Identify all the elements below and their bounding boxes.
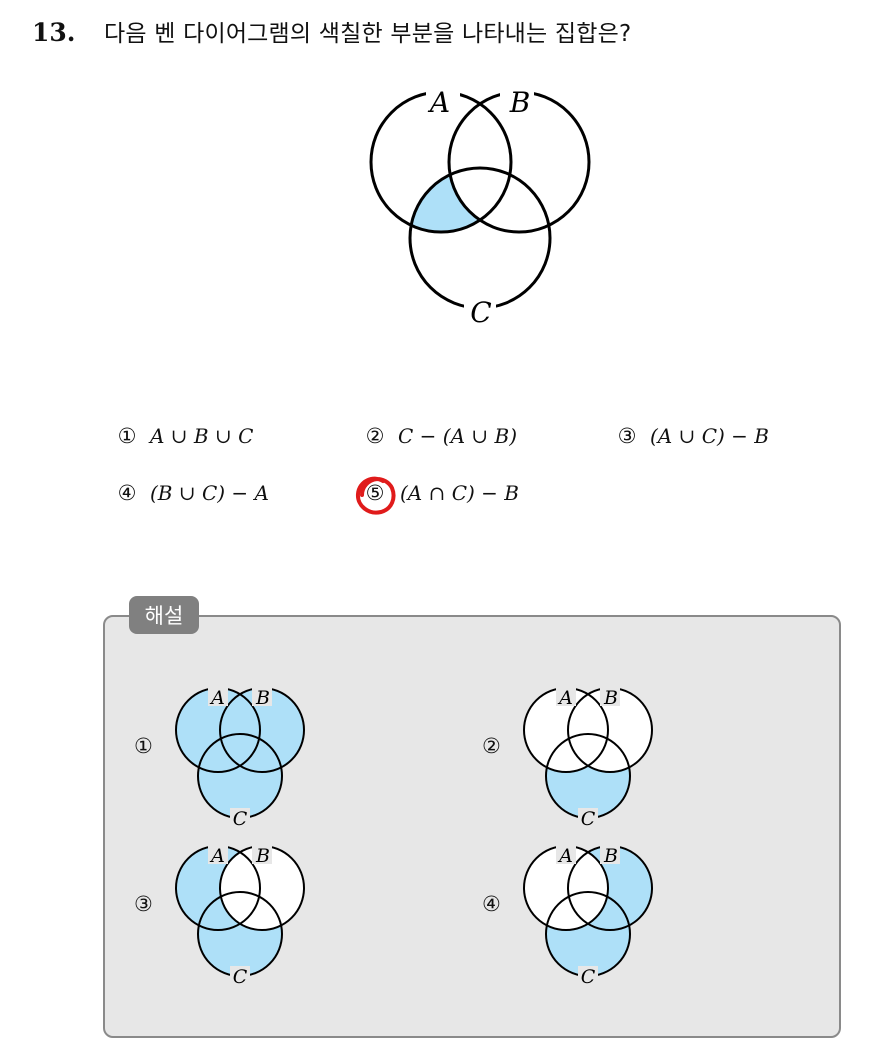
region-a-and-c-minus-b [410, 168, 511, 232]
solution-item-4: ④ A B C [482, 830, 802, 990]
svg-text:A: A [209, 845, 225, 867]
svg-text:A: A [209, 687, 225, 709]
solution-item-3: ③ A B C [134, 830, 454, 990]
option-1[interactable]: ① A ∪ B ∪ C [117, 424, 254, 448]
main-venn-diagram: A B C [369, 86, 591, 329]
option-2[interactable]: ② C − (A ∪ B) [365, 424, 517, 448]
label-c: C [470, 296, 491, 329]
label-a: A [427, 86, 450, 119]
question-text: 다음 벤 다이어그램의 색칠한 부분을 나타내는 집합은? [104, 21, 632, 47]
solution-venn-1: A B C [175, 686, 305, 830]
solution-item-1: ① A B C [134, 672, 454, 832]
label-b: B [509, 86, 531, 119]
svg-text:A: A [557, 845, 573, 867]
svg-text:B: B [603, 687, 618, 709]
svg-text:B: B [603, 845, 618, 867]
solution-item-2: ② A B C [482, 672, 802, 832]
option-4[interactable]: ④ (B ∪ C) − A [117, 481, 269, 505]
answer-circle-mark [355, 476, 396, 515]
question-number: 13. [32, 18, 76, 47]
svg-text:A: A [557, 687, 573, 709]
option-3[interactable]: ③ (A ∪ C) − B [617, 424, 769, 448]
svg-text:C: C [581, 808, 596, 830]
svg-text:B: B [255, 687, 270, 709]
option-5[interactable]: ⑤ (A ∩ C) − B [365, 481, 519, 505]
question-header: 13. 다음 벤 다이어그램의 색칠한 부분을 나타내는 집합은? [32, 14, 631, 48]
solution-venn-2: A B C [523, 686, 653, 830]
solution-venn-3: A B C [175, 844, 305, 988]
svg-text:C: C [581, 966, 596, 988]
solution-venn-4: A B C [523, 844, 653, 988]
svg-text:B: B [255, 845, 270, 867]
svg-text:C: C [233, 808, 248, 830]
svg-text:C: C [233, 966, 248, 988]
solution-tag: 해설 [129, 596, 199, 634]
